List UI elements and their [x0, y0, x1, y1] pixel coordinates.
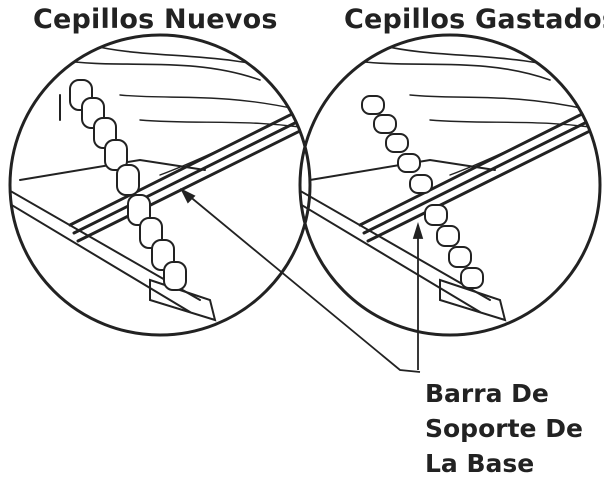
right-detail-circle: [298, 33, 602, 337]
support-bar-label-line1: Barra De: [425, 379, 549, 408]
left-detail-circle: [8, 33, 312, 337]
callout-leader-lines: [179, 187, 424, 373]
title-new-brushes: Cepillos Nuevos: [33, 4, 278, 35]
support-bar-label-line2: Soporte De: [425, 414, 583, 443]
title-worn-brushes: Cepillos Gastados: [344, 4, 604, 35]
support-bar-label-line3: La Base: [425, 449, 535, 478]
support-bar-label: Barra De Soporte De La Base: [425, 376, 583, 481]
